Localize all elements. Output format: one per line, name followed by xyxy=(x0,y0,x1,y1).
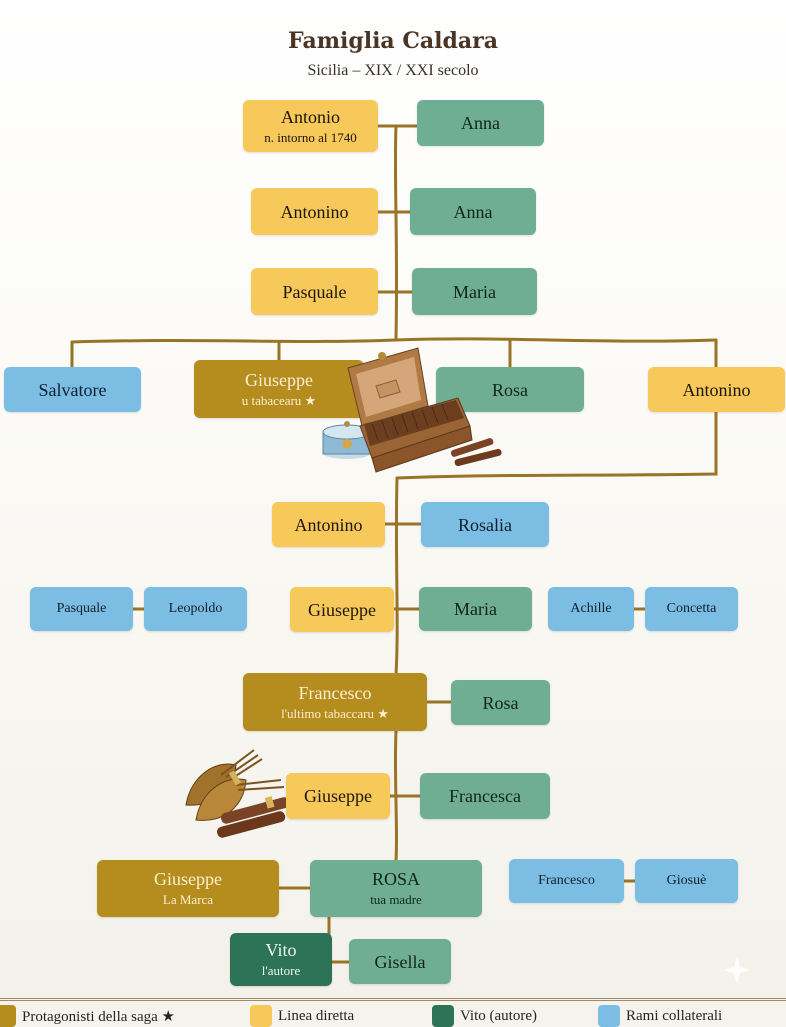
person-maria[interactable]: Maria xyxy=(419,587,532,631)
legend-label: Vito (autore) xyxy=(460,1007,537,1024)
person-giuseppe[interactable]: Giuseppe xyxy=(290,587,394,632)
person-name: ROSA xyxy=(371,869,420,889)
person-note: l'autore xyxy=(261,963,301,978)
person-antonino[interactable]: Antonino xyxy=(272,502,385,547)
person-name: Achille xyxy=(570,601,612,616)
person-pasquale[interactable]: Pasquale xyxy=(251,268,378,315)
person-name: Anna xyxy=(461,113,500,133)
legend-swatch xyxy=(250,1005,272,1027)
person-rosa[interactable]: Rosa xyxy=(436,367,584,412)
person-antonino[interactable]: Antonino xyxy=(251,188,378,235)
person-name: Leopoldo xyxy=(168,601,223,616)
person-pasquale[interactable]: Pasquale xyxy=(30,587,133,631)
legend-label: Linea diretta xyxy=(278,1007,355,1024)
person-name: Salvatore xyxy=(38,379,107,400)
person-note: tua madre xyxy=(370,892,422,907)
connector-lines xyxy=(70,124,718,964)
person-maria[interactable]: Maria xyxy=(412,268,537,315)
person-name: Anna xyxy=(453,201,493,222)
legend: Protagonisti della saga ★ Linea diretta … xyxy=(0,998,786,1027)
person-anna[interactable]: Anna xyxy=(417,100,544,146)
person-anna[interactable]: Anna xyxy=(410,188,536,235)
person-concetta[interactable]: Concetta xyxy=(645,587,738,631)
legend-swatch xyxy=(598,1005,620,1027)
person-name: Maria xyxy=(454,599,497,619)
person-name: Maria xyxy=(453,281,496,302)
person-giosue[interactable]: Giosuè xyxy=(635,859,738,903)
person-name: Giuseppe xyxy=(245,369,313,390)
person-note: La Marca xyxy=(162,892,214,907)
legend-swatch xyxy=(432,1005,454,1027)
person-francesco-tabaccaru[interactable]: Francesco l'ultimo tabaccaru ★ xyxy=(243,673,427,731)
person-antonio[interactable]: Antonio n. intorno al 1740 xyxy=(243,100,378,152)
person-name: Rosa xyxy=(482,692,519,713)
person-name: Antonino xyxy=(294,514,363,535)
person-name: Giuseppe xyxy=(308,599,376,620)
trunk-line xyxy=(393,729,399,862)
person-name: Giuseppe xyxy=(154,869,222,889)
tobacco-leaves-icon xyxy=(185,749,285,821)
person-francesco[interactable]: Francesco xyxy=(509,859,624,903)
person-name: Gisella xyxy=(374,951,426,972)
person-giuseppe-tabacearu[interactable]: Giuseppe u tabacearu ★ xyxy=(194,360,364,418)
person-name: Francesco xyxy=(298,682,372,703)
person-achille[interactable]: Achille xyxy=(548,587,634,631)
legend-item-direct: Linea diretta xyxy=(250,1005,354,1027)
cigar-box-icon xyxy=(347,347,473,473)
trunk-line xyxy=(394,476,399,677)
cigars-icon xyxy=(217,796,290,838)
person-note: u tabacearu ★ xyxy=(241,392,317,408)
legend-item-saga: Protagonisti della saga ★ xyxy=(0,1005,175,1027)
cigars-icon xyxy=(450,438,502,467)
person-vito-author[interactable]: Vito l'autore xyxy=(230,933,332,986)
person-name: Francesco xyxy=(538,873,595,888)
person-name: Francesca xyxy=(449,786,521,806)
person-name: Pasquale xyxy=(56,601,107,616)
person-rosa[interactable]: Rosa xyxy=(451,680,550,725)
person-giuseppe[interactable]: Giuseppe xyxy=(286,773,390,819)
person-gisella[interactable]: Gisella xyxy=(349,939,451,984)
person-note: l'ultimo tabaccaru ★ xyxy=(281,705,389,721)
person-antonino[interactable]: Antonino xyxy=(648,367,785,412)
person-name: Antonino xyxy=(682,379,751,400)
tobacco-tin-icon xyxy=(322,421,372,459)
legend-label: Protagonisti della saga ★ xyxy=(22,1008,176,1025)
person-rosa-mother[interactable]: ROSA tua madre xyxy=(310,860,482,917)
cigar-box-illustration xyxy=(322,347,502,473)
person-name: Concetta xyxy=(666,601,717,616)
legend-label: Rami collaterali xyxy=(626,1007,723,1024)
tobacco-leaves-illustration xyxy=(185,749,290,838)
person-giuseppe-la-marca[interactable]: Giuseppe La Marca xyxy=(97,860,279,917)
sparkle-icon xyxy=(723,956,751,984)
person-name: Vito xyxy=(265,940,297,960)
person-name: Giosuè xyxy=(666,873,707,888)
legend-item-collateral: Rami collaterali xyxy=(598,1005,722,1027)
person-name: Pasquale xyxy=(282,281,347,302)
person-francesca[interactable]: Francesca xyxy=(420,773,550,819)
legend-swatch xyxy=(0,1005,16,1027)
person-salvatore[interactable]: Salvatore xyxy=(4,367,141,412)
person-name: Antonio xyxy=(280,106,340,127)
person-rosalia[interactable]: Rosalia xyxy=(421,502,549,547)
sibling-bar xyxy=(70,337,718,344)
person-name: Giuseppe xyxy=(304,786,372,806)
person-note: n. intorno al 1740 xyxy=(264,129,357,145)
page-title: Famiglia Caldara xyxy=(288,28,498,54)
person-name: Rosa xyxy=(492,379,528,400)
legend-item-author: Vito (autore) xyxy=(432,1005,537,1027)
descent-line xyxy=(395,408,718,480)
person-name: Rosalia xyxy=(458,514,512,535)
trunk-line xyxy=(393,124,399,340)
person-leopoldo[interactable]: Leopoldo xyxy=(144,587,247,631)
page-subtitle: Sicilia – XIX / XXI secolo xyxy=(307,62,479,79)
person-name: Antonino xyxy=(280,201,349,222)
